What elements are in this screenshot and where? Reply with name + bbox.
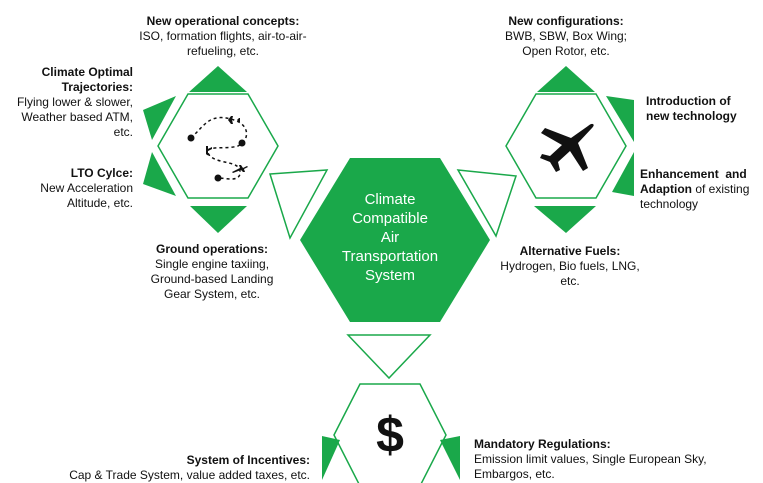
connector-triangle-right [456,169,518,238]
left-upper-left-triangle [143,96,176,140]
left-hexagon [157,93,279,199]
label-title: New configurations: [508,14,624,28]
label-line: etc. [560,274,580,288]
label-line: Altitude, etc. [66,196,133,210]
label-line: technology [640,197,699,211]
center-hexagon [300,158,490,322]
label-line: ISO, formation flights, air-to-air- [139,29,307,43]
right-lower-right-triangle [612,152,634,196]
label-title: System of Incentives: [186,453,310,467]
label-lto-cycle: LTO Cylce: New Acceleration Altitude, et… [2,166,133,211]
label-title: Adaption [640,182,692,196]
label-title: New operational concepts: [146,14,300,28]
left-bottom-triangle [190,206,247,233]
label-line: etc. [113,125,133,139]
right-upper-right-triangle [606,96,634,142]
label-new-operational-concepts: New operational concepts: ISO, formation… [118,14,328,59]
label-line: Flying lower & slower, [16,95,133,109]
label-line: Hydrogen, Bio fuels, LNG, [500,259,640,273]
connector-triangle-left [269,169,329,240]
label-line: refueling, etc. [186,44,260,58]
label-title: Ground operations: [156,242,268,256]
label-title: Alternative Fuels: [519,244,621,258]
label-line: Embargos, etc. [474,467,555,481]
label-climate-optimal-trajectories: Climate Optimal Trajectories: Flying low… [2,65,133,140]
connector-triangle-bottom [346,334,432,380]
label-line: Gear System, etc. [163,287,261,301]
label-title: Enhancement and [640,167,747,181]
center-title-line: Climate [364,191,416,208]
flight-path-icon [187,116,248,182]
center-title-line: Transportation [341,248,439,265]
label-alternative-fuels: Alternative Fuels: Hydrogen, Bio fuels, … [490,244,650,289]
right-top-triangle [537,66,595,92]
bottom-left-triangle [322,436,340,480]
center-title-line: Air [380,229,400,246]
label-line: Cap & Trade System, value added taxes, e… [69,468,310,482]
left-top-triangle [189,66,247,92]
label-title: Introduction of [646,94,731,108]
dollar-icon: $ [376,407,404,463]
label-line: Open Rotor, etc. [522,44,610,58]
label-enhancement-adaption: Enhancement and Adaption of existing tec… [640,167,762,212]
label-title: new technology [646,109,737,123]
center-title-line: Compatible [352,210,428,227]
label-system-of-incentives: System of Incentives: Cap & Trade System… [40,453,310,483]
bottom-hexagon [333,383,447,483]
label-line: Single engine taxiing, [154,257,270,271]
label-title: LTO Cylce: [70,166,133,180]
label-line: Emission limit values, Single European S… [474,452,707,466]
airplane-icon [540,123,594,172]
label-title: Mandatory Regulations: [474,437,611,451]
bottom-right-triangle [440,436,460,480]
label-line: New Acceleration [40,181,133,195]
label-line: Ground-based Landing [150,272,274,286]
label-line: of existing [692,182,750,196]
left-lower-left-triangle [143,152,176,196]
label-mandatory-regulations: Mandatory Regulations: Emission limit va… [474,437,744,482]
center-title: Climate Compatible Air Transportation Sy… [320,190,460,285]
label-new-configurations: New configurations: BWB, SBW, Box Wing; … [488,14,644,59]
label-title: Climate Optimal [41,65,133,79]
label-introduction-new-technology: Introduction of new technology [646,94,761,124]
label-line: BWB, SBW, Box Wing; [504,29,628,43]
right-bottom-triangle [534,206,596,233]
center-title-line: System [364,267,415,284]
label-line: Weather based ATM, [21,110,133,124]
label-ground-operations: Ground operations: Single engine taxiing… [132,242,292,302]
label-title: Trajectories: [61,80,133,94]
